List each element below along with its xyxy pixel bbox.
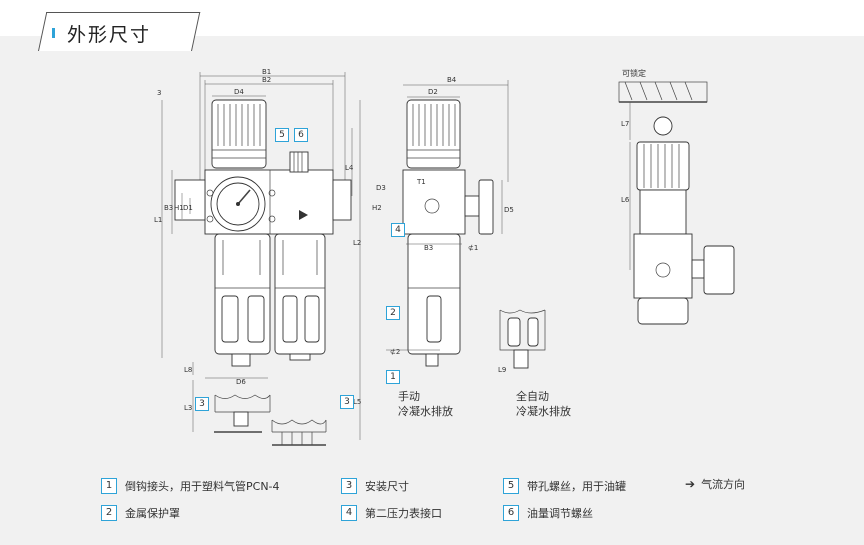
callout-3b: 3: [340, 395, 354, 409]
legend-text: 倒钩接头，用于塑料气管PCN-4: [125, 480, 280, 493]
dim-b3: B3: [164, 204, 173, 212]
dim-phi2: ⊄2: [390, 348, 400, 356]
dim-h2: H2: [372, 204, 382, 212]
legend-num: 5: [503, 478, 519, 494]
legend-num: 2: [101, 505, 117, 521]
dim-d4: D4: [234, 88, 244, 96]
caption-auto: 全自动 冷凝水排放: [516, 389, 571, 419]
legend-flow-direction: ➔ 气流方向: [685, 476, 745, 492]
callout-4: 4: [391, 223, 405, 237]
dim-l4: L4: [345, 164, 354, 172]
dim-l1: L1: [154, 216, 162, 224]
dim-l7: L7: [621, 120, 629, 128]
dim-b4: B4: [447, 76, 457, 84]
dim-l6: L6: [621, 196, 630, 204]
caption-manual-line1: 手动: [398, 390, 420, 403]
legend-item-6: 6 油量调节螺丝: [503, 505, 593, 521]
callout-6: 6: [294, 128, 308, 142]
dim-l2: L2: [353, 239, 361, 247]
dim-b2: B2: [262, 76, 271, 84]
dim-d2: D2: [428, 88, 438, 96]
caption-manual-line2: 冷凝水排放: [398, 405, 453, 418]
dim-l8: L8: [184, 366, 192, 374]
legend-item-5: 5 带孔螺丝，用于油罐: [503, 478, 626, 494]
dim-l3: L3: [184, 404, 192, 412]
legend-text: 带孔螺丝，用于油罐: [527, 480, 626, 493]
legend-num: 6: [503, 505, 519, 521]
caption-auto-line2: 冷凝水排放: [516, 405, 571, 418]
dim-b1: B1: [262, 68, 271, 76]
legend-item-3: 3 安装尺寸: [341, 478, 409, 494]
legend-item-1: 1 倒钩接头，用于塑料气管PCN-4: [101, 478, 280, 494]
dim-phi1: ⊄1: [468, 244, 478, 252]
lockable-view: 可锁定 L7 L6: [618, 68, 735, 325]
page-title: 外形尺寸: [67, 23, 152, 46]
caption-manual: 手动 冷凝水排放: [398, 389, 453, 419]
front-view: B1 B2 D4 3: [154, 68, 361, 446]
dim-h1: H1: [174, 204, 184, 212]
dim-b3-side: B3: [424, 244, 433, 252]
lockable-label: 可锁定: [622, 68, 646, 78]
dim-l9: L9: [498, 366, 506, 374]
arrow-right-icon: ➔: [685, 477, 696, 491]
accent-bar-icon: [52, 28, 55, 38]
callout-3: 3: [195, 397, 209, 411]
dim-d6: D6: [236, 378, 246, 386]
callout-2: 2: [386, 306, 400, 320]
dim-d3: D3: [376, 184, 386, 192]
legend-text: 金属保护罩: [125, 507, 180, 520]
legend-item-4: 4 第二压力表接口: [341, 505, 442, 521]
legend-text: 油量调节螺丝: [527, 507, 593, 520]
legend-num: 3: [341, 478, 357, 494]
dim-d5: D5: [504, 206, 514, 214]
legend-text: 安装尺寸: [365, 480, 409, 493]
dim-t1: T1: [416, 178, 426, 186]
callout-5: 5: [275, 128, 289, 142]
legend-text: 第二压力表接口: [365, 507, 442, 520]
dim-d1: D1: [183, 204, 193, 212]
legend-item-2: 2 金属保护罩: [101, 505, 180, 521]
flow-text: 气流方向: [701, 478, 746, 491]
caption-auto-line1: 全自动: [516, 390, 549, 403]
callout-1: 1: [386, 370, 400, 384]
dim-l5: L5: [353, 398, 361, 406]
legend-num: 1: [101, 478, 117, 494]
header: 外形尺寸: [52, 18, 151, 48]
legend-num: 4: [341, 505, 357, 521]
dim-small3: 3: [157, 89, 161, 97]
side-view: B4 D2 B3 D5 D3 T1 H2 ⊄1 ⊄2: [372, 76, 546, 374]
